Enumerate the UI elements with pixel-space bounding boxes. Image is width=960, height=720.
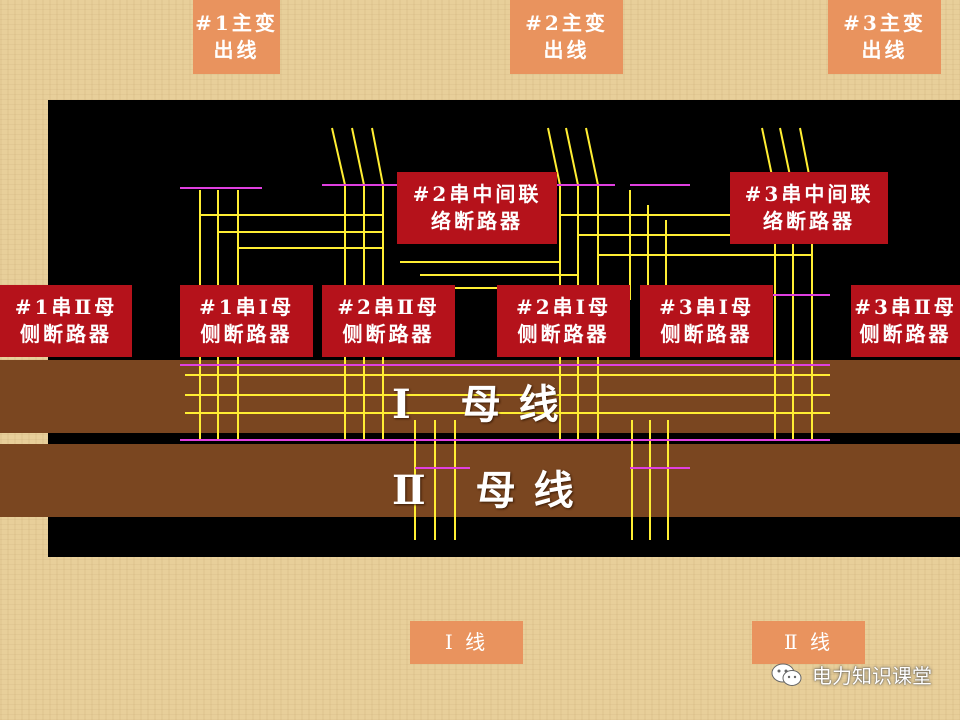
line-1-label: Ⅰ 线 <box>410 621 523 664</box>
string-2-bus2-breaker-label: #2串Ⅱ母 侧断路器 <box>322 285 455 357</box>
string-2-bus1-breaker-label: #2串Ⅰ母 侧断路器 <box>497 285 630 357</box>
bus-2-band <box>0 444 960 517</box>
transformer-3-outgoing-label: #3主变 出线 <box>828 0 941 74</box>
bus-1-band <box>0 360 960 433</box>
string-2-tie-breaker-label: #2串中间联 络断路器 <box>397 172 557 244</box>
string-3-bus2-breaker-label: #3串Ⅱ母 侧断路器 <box>851 285 960 357</box>
transformer-2-outgoing-label: #2主变 出线 <box>510 0 623 74</box>
string-3-bus1-breaker-label: #3串Ⅰ母 侧断路器 <box>640 285 773 357</box>
watermark-text: 电力知识课堂 <box>812 664 932 688</box>
bus-1-name: Ⅰ 母线 <box>392 381 577 428</box>
string-1-bus2-breaker-label: #1串Ⅱ母 侧断路器 <box>0 285 132 357</box>
bus-2-name: Ⅱ 母线 <box>392 467 592 514</box>
watermark: 电力知识课堂 <box>770 660 932 689</box>
wechat-icon <box>771 663 802 686</box>
string-1-bus1-breaker-label: #1串Ⅰ母 侧断路器 <box>180 285 313 357</box>
line-2-label: Ⅱ 线 <box>752 621 865 664</box>
transformer-1-outgoing-label: #1主变 出线 <box>193 0 280 74</box>
string-3-tie-breaker-label: #3串中间联 络断路器 <box>730 172 888 244</box>
